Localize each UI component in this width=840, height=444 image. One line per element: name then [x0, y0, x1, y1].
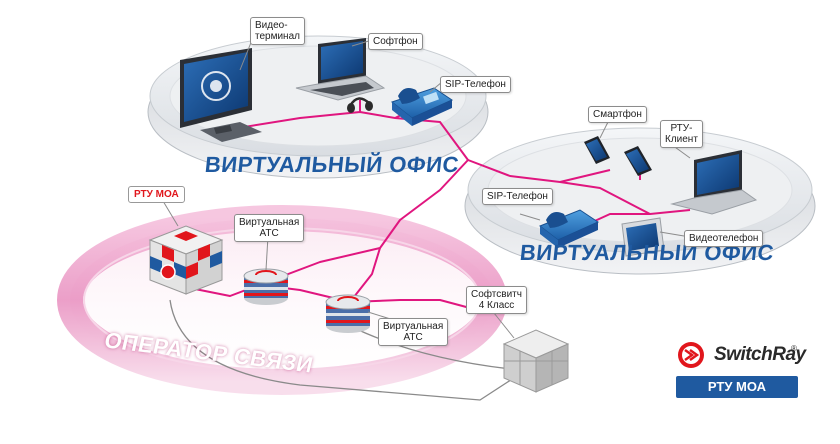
- callout-rtu-client: РТУ- Клиент: [660, 120, 703, 148]
- callout-smartphone: Смартфон: [588, 106, 647, 123]
- brand-name: SwitchRay: [714, 344, 806, 365]
- server-cube-icon: [148, 225, 224, 295]
- smartphone-icon: [584, 136, 652, 176]
- callout-virtual-pbx-1: Виртуальная АТС: [234, 214, 305, 242]
- zone-label-office-top: ВИРТУАЛЬНЫЙ ОФИС: [203, 152, 461, 177]
- brand-product-label: РТУ МОА: [676, 376, 798, 398]
- headset-icon: [347, 97, 373, 113]
- callout-video-terminal: Видео- терминал: [250, 17, 305, 45]
- brand-registered-mark: ®: [791, 344, 797, 353]
- callout-sip-phone-right: SIP-Телефон: [482, 188, 553, 205]
- switchray-logo-icon: [678, 342, 704, 368]
- database-stack-icon: [243, 268, 289, 305]
- videophone-icon: [621, 217, 665, 257]
- callout-softphone: Софтфон: [368, 33, 423, 50]
- desk-phone-icon: [390, 87, 454, 126]
- link-lines: [179, 100, 691, 309]
- callout-softswitch: Софтсвитч 4 Класс: [466, 286, 527, 314]
- database-stack-icon: [325, 294, 371, 333]
- laptop-icon: [295, 38, 386, 101]
- callout-rtu-moa: РТУ МОА: [128, 186, 185, 203]
- desk-phone-icon: [539, 209, 600, 248]
- softswitch-cube-icon: [502, 329, 570, 393]
- laptop-icon: [670, 150, 758, 215]
- brand-block: SwitchRay ® РТУ МОА: [676, 338, 806, 400]
- wire-lines: [169, 299, 521, 401]
- callout-virtual-pbx-2: Виртуальная АТС: [378, 318, 449, 346]
- callout-videophone: Видеотелефон: [684, 230, 764, 247]
- callout-sip-phone-top: SIP-Телефон: [440, 76, 511, 93]
- monitor-icon: [180, 48, 262, 142]
